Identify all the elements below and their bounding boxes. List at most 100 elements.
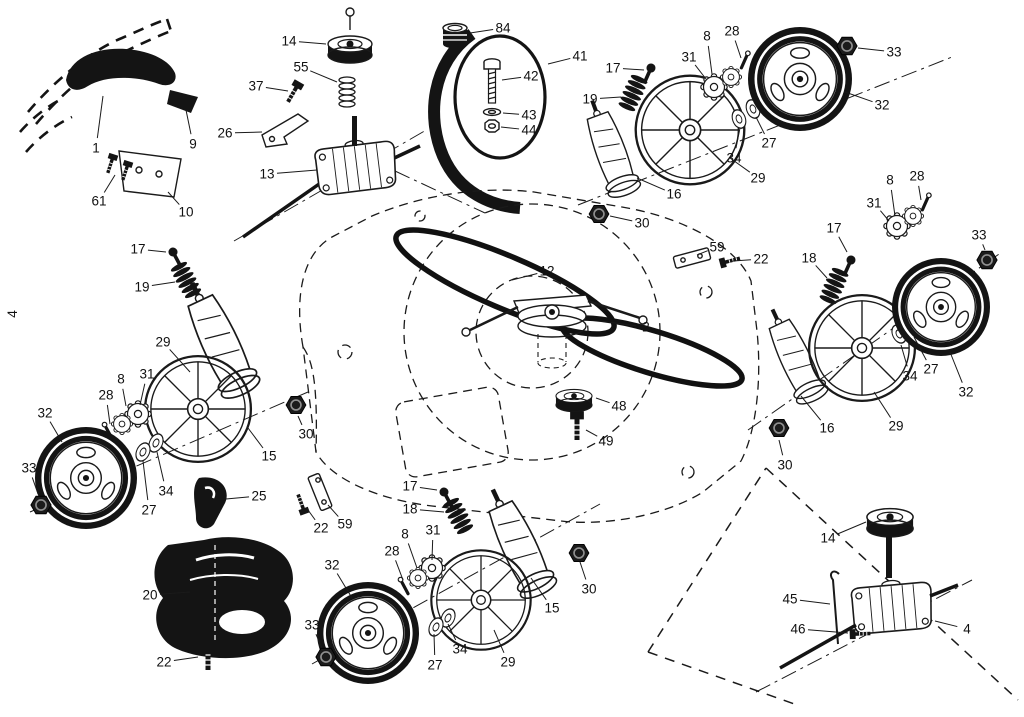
callout-25: 25 [251,489,266,504]
callout-leader-22 [173,656,199,662]
callout-42: 42 [523,69,538,84]
callout-27: 27 [923,362,938,377]
callout-29: 29 [750,171,765,186]
nut-33 [976,250,998,270]
gearbox-assembly-13 [242,7,421,239]
handle-assembly [19,17,198,198]
callout-leader-33 [315,633,323,649]
callout-34: 34 [726,151,742,166]
callout-leader-28 [395,560,404,581]
gear-8 [110,412,134,436]
detail-ellipse-41 [453,34,547,160]
callout-27: 27 [761,136,776,151]
callout-leader-59 [327,504,339,517]
callout-22: 22 [156,655,171,670]
callout-leader-48 [595,397,610,404]
callout-37: 37 [248,79,263,94]
callout-9: 9 [189,137,197,152]
bolt-49 [569,410,585,441]
callout-leader-26 [234,131,263,134]
callout-26: 26 [217,126,232,141]
drive-bracket-15 [172,273,264,404]
callout-22: 22 [313,521,328,536]
cap-84 [442,22,468,50]
callout-leader-13 [276,169,318,174]
screw-61 [102,152,119,175]
callout-8: 8 [703,29,711,44]
callout-8: 8 [401,527,409,542]
callout-leader-29 [729,157,751,173]
callout-17: 17 [130,242,145,257]
callout-31: 31 [425,523,440,538]
callout-leader-2 [599,320,637,327]
callout-18: 18 [801,251,816,266]
callout-leader-19 [151,281,176,286]
nut-33 [836,36,858,56]
callout-leader-30 [579,561,587,580]
callout-46: 46 [790,622,805,637]
callout-28: 28 [384,544,399,559]
bracket-25-slot [204,486,216,499]
callout-33: 33 [971,228,986,243]
callout-16: 16 [666,187,681,202]
callout-18: 18 [402,502,417,517]
bolt-42 [483,58,501,104]
callout-22: 22 [753,252,768,267]
callout-leader-17 [622,68,645,71]
callout-32: 32 [324,558,339,573]
callout-leader-34 [156,451,165,482]
wheel-32 [890,256,992,358]
callout-14: 14 [820,531,836,546]
callout-84: 84 [495,21,511,36]
callout-17: 17 [402,479,417,494]
callout-leader-22 [307,509,316,521]
callout-28: 28 [724,24,739,39]
pin-28 [738,49,752,71]
callout-leader-4 [934,620,958,628]
callout-leader-30 [778,439,784,456]
callout-28: 28 [909,169,924,184]
callout-leader-31 [139,383,146,406]
callout-leader-9 [185,109,192,135]
callout-17: 17 [605,61,620,76]
callout-leader-37 [265,87,289,92]
callout-2: 2 [642,320,650,335]
callout-leader-31 [880,210,890,222]
belt-segment [428,29,521,214]
callout-leader-31 [431,539,434,561]
callout-41: 41 [572,49,587,64]
callout-leader-14 [837,521,867,535]
callout-32: 32 [958,385,973,400]
callout-34: 34 [158,484,174,499]
callout-leader-8 [890,189,896,217]
spring-18 [440,495,476,537]
callout-29: 29 [500,655,515,670]
callout-leader-30 [609,215,633,222]
callout-leader-28 [918,185,922,201]
wheel-32 [33,425,139,531]
support-bracket-59-left [292,472,333,517]
callout-leader-84 [469,29,494,34]
callout-13: 13 [259,167,274,182]
callout-leader-33 [31,477,39,495]
callout-leader-32 [844,91,873,103]
callout-34: 34 [902,369,918,384]
callout-28: 28 [98,388,113,403]
bolt-37 [282,78,305,106]
callout-31: 31 [681,50,696,65]
callout-48: 48 [611,399,626,414]
callout-leader-43 [502,112,520,115]
callout-16: 16 [819,421,834,436]
callout-45: 45 [782,592,797,607]
callout-leader-16 [636,177,666,191]
callout-leader-17 [419,486,438,491]
drive-cover-20 [154,537,293,671]
bracket-10 [118,150,182,198]
callout-30: 30 [298,427,313,442]
callout-leader-29 [873,391,891,418]
callout-leader-17 [838,236,848,253]
callout-leader-32 [336,573,353,599]
callout-59: 59 [709,240,724,255]
